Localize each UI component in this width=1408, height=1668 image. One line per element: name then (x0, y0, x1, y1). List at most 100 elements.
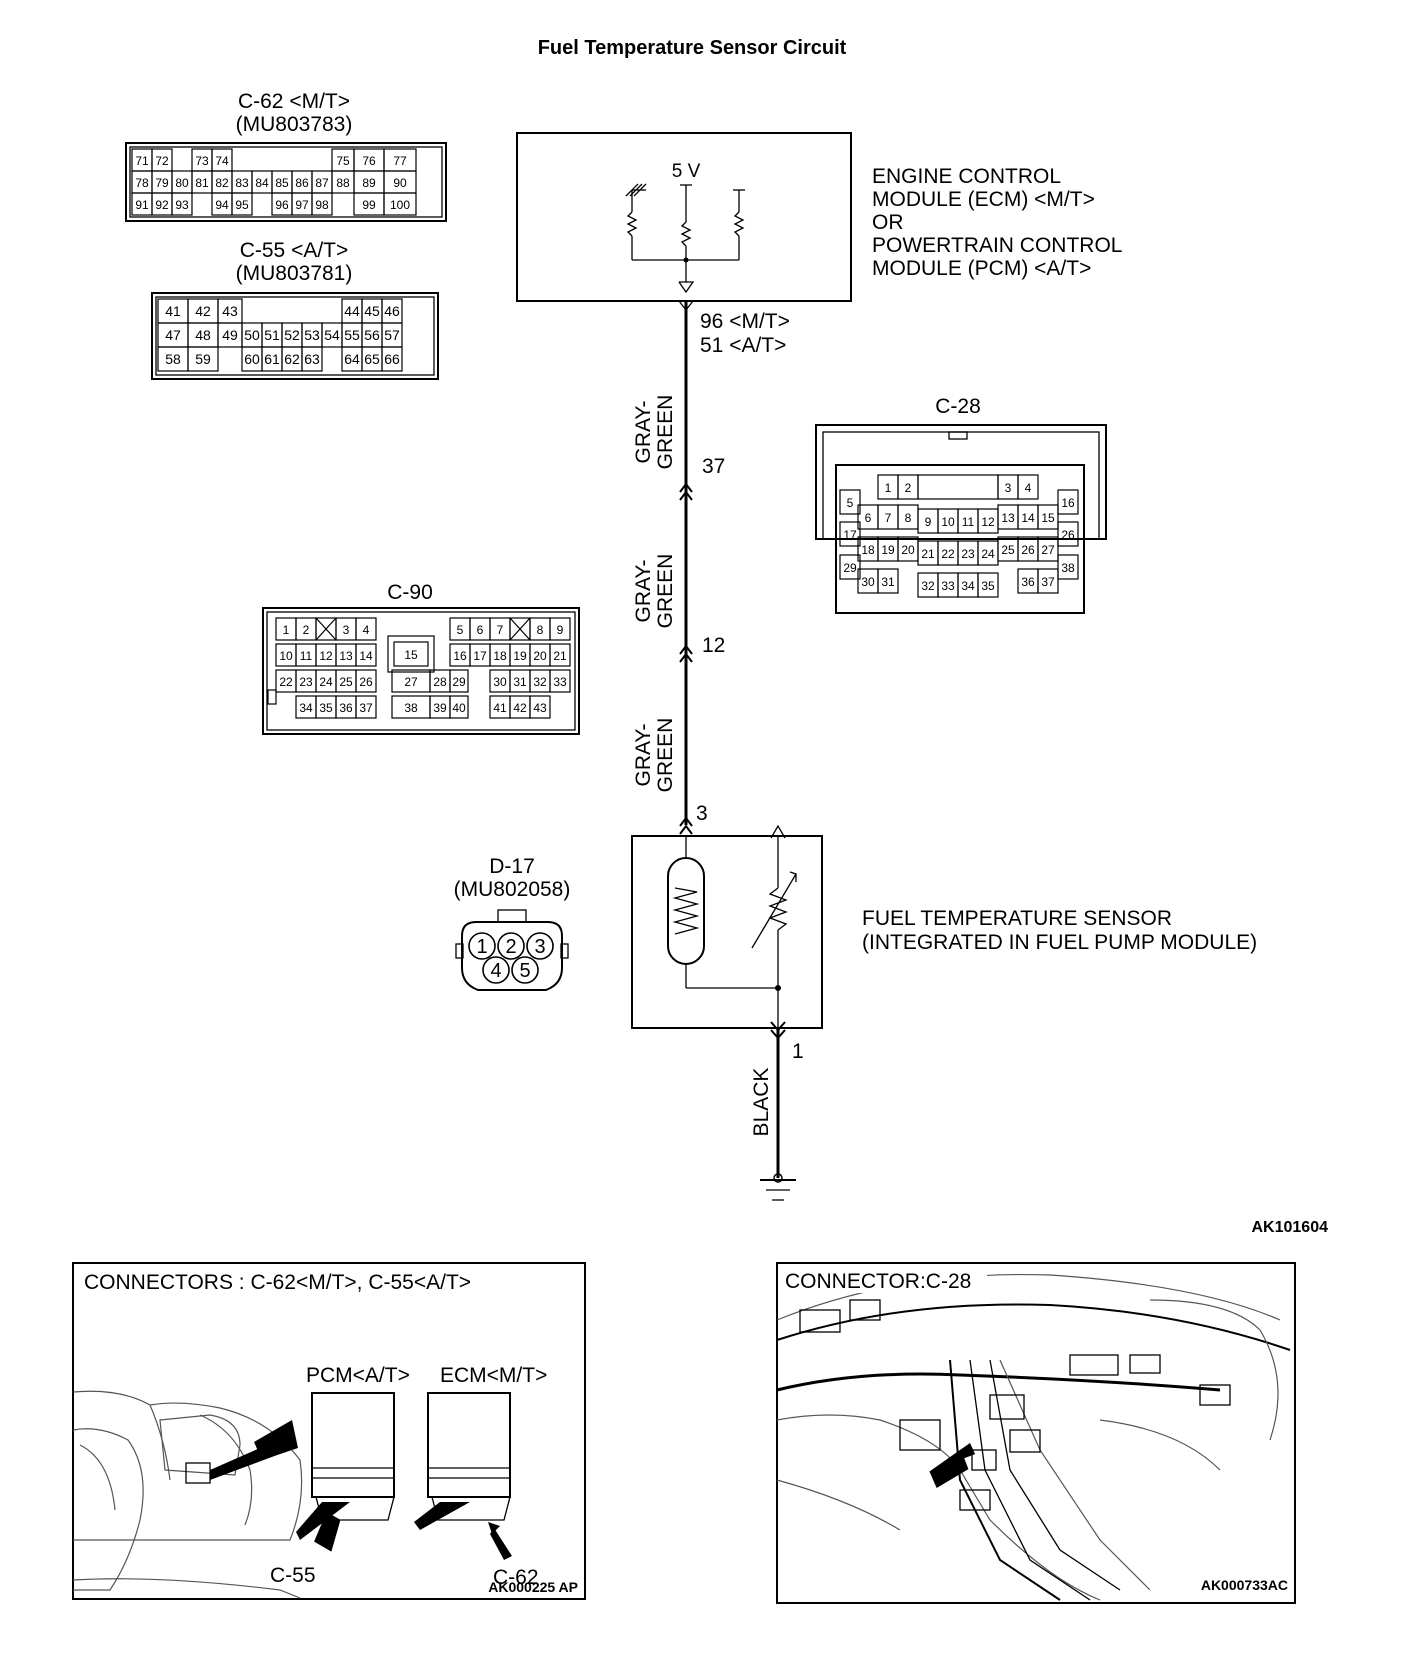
svg-text:16: 16 (453, 649, 467, 663)
c55-name: C-55 <A/T> (240, 239, 349, 262)
connector-pin: 45 (361, 298, 383, 324)
svg-text:28: 28 (433, 675, 447, 689)
connector-pin: 7 (877, 504, 899, 530)
connector-pin: 98 (311, 192, 333, 216)
connector-pin: 23 (295, 669, 317, 693)
connector-pin: 48 (187, 322, 219, 348)
c55-housing (151, 292, 439, 380)
connector-pin: 83 (231, 170, 253, 194)
svg-text:36: 36 (1021, 575, 1035, 589)
connector-pin: 36 (1017, 568, 1039, 594)
connector-pin: 100 (383, 192, 417, 216)
svg-text:33: 33 (553, 675, 567, 689)
svg-text:29: 29 (452, 675, 466, 689)
svg-text:97: 97 (295, 198, 309, 212)
svg-text:35: 35 (981, 579, 995, 593)
terminal-37: 37 (702, 455, 725, 478)
svg-text:25: 25 (339, 675, 353, 689)
svg-text:100: 100 (390, 198, 410, 212)
svg-text:94: 94 (215, 198, 229, 212)
connector-pin: 63 (301, 346, 323, 372)
svg-text:20: 20 (533, 649, 547, 663)
connector-pin: 79 (151, 170, 173, 194)
svg-text:18: 18 (861, 543, 875, 557)
c28-housing (815, 424, 1107, 614)
c62-part: (MU803783) (236, 113, 353, 136)
svg-text:42: 42 (513, 701, 527, 715)
connector-pin: 26 (1017, 536, 1039, 562)
c62-callout: C-62 (493, 1566, 539, 1589)
svg-text:53: 53 (304, 327, 320, 343)
connector-pin: 3 (335, 617, 357, 641)
connector-pin: 25 (997, 536, 1019, 562)
svg-text:90: 90 (393, 176, 407, 190)
connector-pin: 60 (241, 346, 263, 372)
svg-text:11: 11 (300, 649, 313, 663)
svg-text:65: 65 (364, 351, 380, 367)
svg-text:34: 34 (961, 579, 975, 593)
svg-text:10: 10 (279, 649, 293, 663)
connector-pin: 35 (977, 572, 999, 598)
connector-pin: 33 (937, 572, 959, 598)
connector-pin: 54 (321, 322, 343, 348)
ecm-label-line-3: OR (872, 211, 904, 234)
dashboard-illustration (72, 1390, 303, 1599)
connector-pin: 3 (997, 474, 1019, 500)
connector-pin: 13 (335, 643, 357, 667)
svg-text:23: 23 (961, 547, 975, 561)
svg-text:54: 54 (324, 327, 340, 343)
connector-pin: 30 (857, 568, 879, 594)
svg-text:5: 5 (519, 960, 530, 982)
svg-text:27: 27 (404, 675, 418, 689)
connector-pin: 36 (335, 695, 357, 719)
connector-pin: 22 (275, 669, 297, 693)
pcm-module (296, 1392, 395, 1552)
svg-text:22: 22 (279, 675, 293, 689)
connector-pin: 24 (977, 540, 999, 566)
terminal-3: 3 (696, 802, 708, 825)
svg-text:82: 82 (215, 176, 229, 190)
svg-text:56: 56 (364, 327, 380, 343)
svg-text:8: 8 (537, 623, 544, 637)
connector-pin: 15 (1037, 504, 1059, 530)
svg-text:21: 21 (553, 649, 567, 663)
svg-text:7: 7 (885, 511, 892, 525)
svg-text:38: 38 (1061, 561, 1075, 575)
svg-text:3: 3 (1005, 481, 1012, 495)
connector-pin: 93 (171, 192, 193, 216)
connector-pin: 25 (335, 669, 357, 693)
svg-text:31: 31 (513, 675, 527, 689)
main-wire (678, 300, 694, 835)
sensor-internal-circuit (667, 824, 797, 1030)
ecm-internal-circuit (625, 183, 745, 294)
svg-text:75: 75 (336, 154, 350, 168)
inset-right-caption: CONNECTOR:C-28 (785, 1270, 971, 1293)
c90-name: C-90 (387, 581, 433, 604)
diagram-title: Fuel Temperature Sensor Circuit (538, 37, 847, 59)
svg-text:7: 7 (497, 623, 504, 637)
svg-text:41: 41 (493, 701, 507, 715)
svg-text:41: 41 (165, 303, 181, 319)
svg-text:GREEN: GREEN (654, 554, 677, 629)
svg-text:66: 66 (384, 351, 400, 367)
svg-text:16: 16 (1061, 496, 1075, 510)
connector-pin: 51 (261, 322, 283, 348)
connector-pin: 71 (131, 148, 153, 172)
connector-pin: 57 (381, 322, 403, 348)
svg-text:74: 74 (215, 154, 229, 168)
inset-left-caption: CONNECTORS : C-62<M/T>, C-55<A/T> (84, 1271, 471, 1294)
connector-pin: 32 (917, 572, 939, 598)
connector-pin: 27 (391, 669, 431, 693)
inset-right-frame (776, 1262, 1296, 1604)
svg-text:99: 99 (362, 198, 376, 212)
connector-pin: 95 (231, 192, 253, 216)
connector-pin: 26 (355, 669, 377, 693)
terminal-12: 12 (702, 634, 725, 657)
connector-pin: 21 (917, 540, 939, 566)
svg-text:12: 12 (319, 649, 333, 663)
svg-text:81: 81 (195, 176, 209, 190)
svg-text:2: 2 (303, 623, 310, 637)
